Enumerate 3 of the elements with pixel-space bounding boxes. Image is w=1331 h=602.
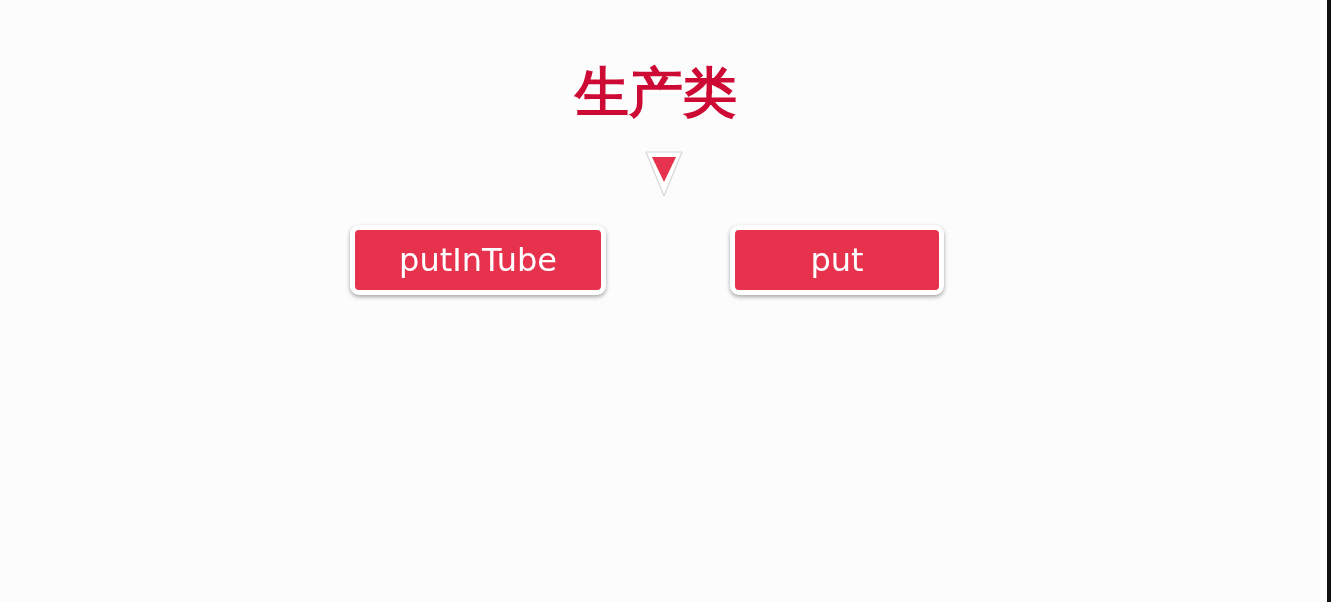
box-label: putInTube (399, 240, 557, 280)
box-label: put (810, 240, 864, 280)
title: 生产类 (573, 60, 738, 126)
